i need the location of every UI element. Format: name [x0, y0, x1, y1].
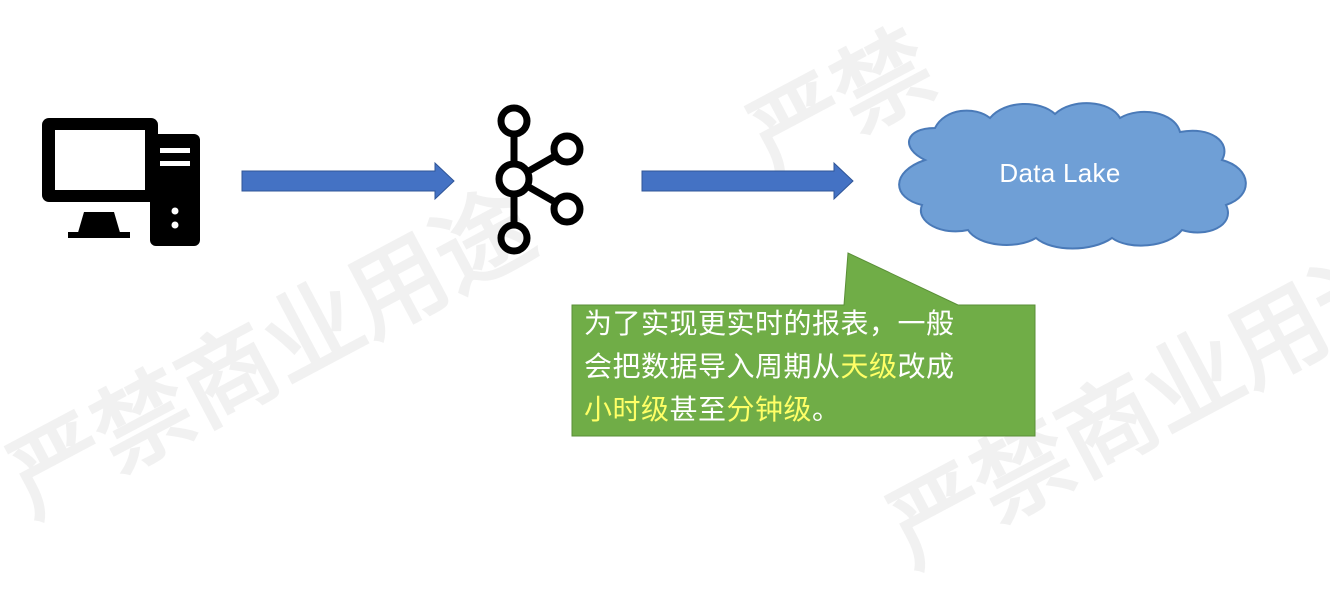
callout-line-1: 为了实现更实时的报表，一般 — [584, 302, 1024, 345]
callout-text-segment: 甚至 — [669, 393, 727, 426]
callout-text-segment: 为了实现更实时的报表，一般 — [584, 307, 955, 340]
data-lake-cloud — [898, 102, 1247, 250]
callout-line-3: 小时级甚至分钟级。 — [584, 388, 1024, 431]
callout-text-segment: 会把数据导入周期从 — [584, 350, 841, 383]
callout-bubble — [571, 252, 1036, 437]
callout-text: 为了实现更实时的报表，一般 会把数据导入周期从天级改成 小时级甚至分钟级。 — [584, 302, 1024, 431]
callout-text-segment: 。 — [812, 393, 841, 426]
data-lake-label: Data Lake — [999, 158, 1121, 188]
kafka-icon — [495, 104, 584, 255]
flow-arrow-1 — [241, 161, 455, 201]
callout-highlight: 分钟级 — [726, 393, 813, 426]
callout-text-segment: 改成 — [897, 350, 955, 383]
callout-highlight: 天级 — [840, 350, 898, 383]
desktop-computer-icon — [42, 118, 200, 246]
flow-arrow-2 — [641, 161, 854, 201]
callout-highlight: 小时级 — [584, 393, 670, 426]
callout-line-2: 会把数据导入周期从天级改成 — [584, 345, 1024, 388]
